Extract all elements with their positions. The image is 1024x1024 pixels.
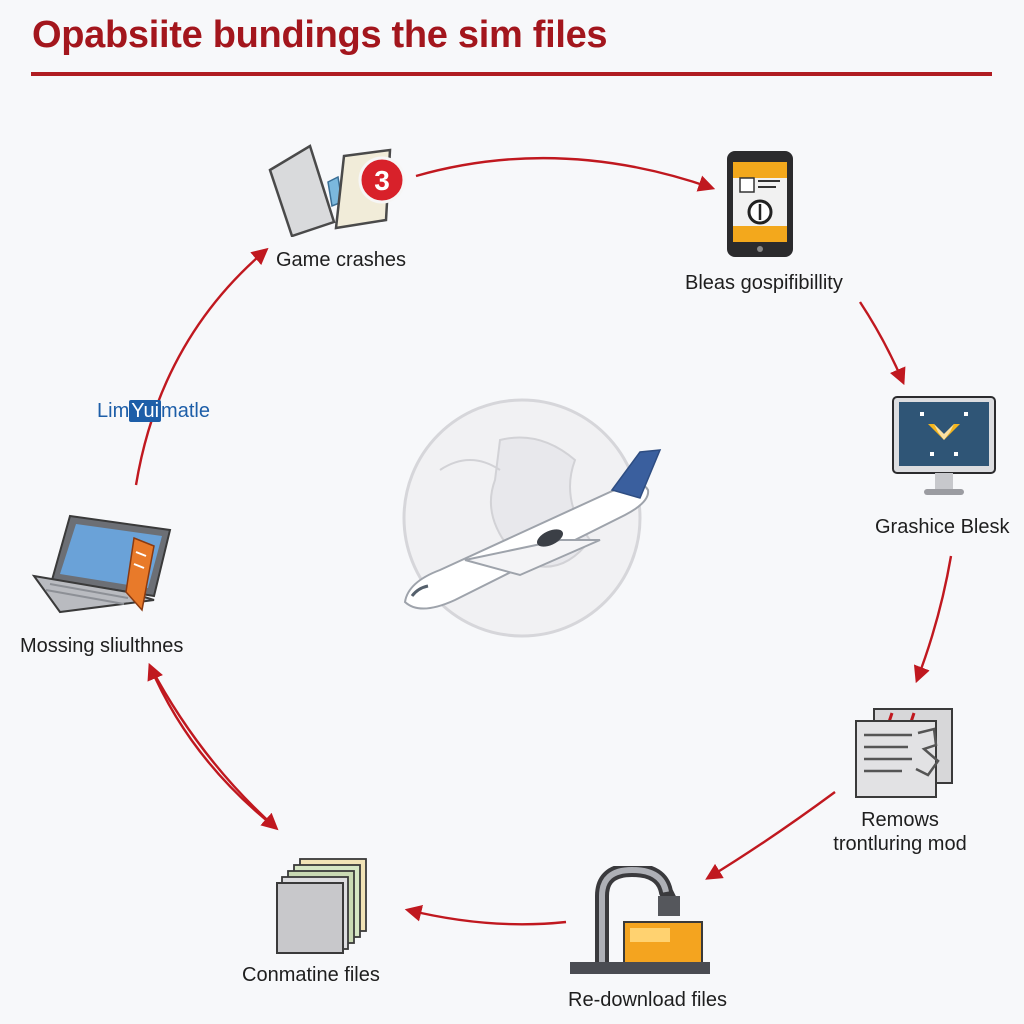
side-label-before: Lim: [97, 400, 130, 422]
monitor-graphics-icon: [892, 396, 996, 495]
node-label-combine-files: Conmatine files: [242, 964, 380, 986]
arrow-graphics-to-remove: [913, 555, 953, 684]
side-label-after: matle: [161, 400, 210, 422]
node-label-remove-mod: Remows trontluring mod: [833, 808, 966, 856]
phone-checklist-icon: [727, 151, 793, 257]
node-label-game-crashes: Game crashes: [276, 249, 407, 271]
download-machine-icon: [570, 866, 710, 974]
node-label-remove-mod-line2: trontluring mod: [833, 833, 967, 855]
arrow-remove-to-redownload: [705, 791, 836, 880]
arrow-compat-to-graphics: [858, 301, 906, 386]
diagram-title: Opabsiite bundings the sim files: [32, 14, 608, 56]
arrow-redownload-to-combine: [404, 905, 567, 926]
side-label-highlight: Yui: [129, 400, 162, 422]
arrow-combine-to-missing: [147, 662, 277, 829]
title-underline: [31, 72, 992, 76]
crashed-documents-icon: 3: [268, 144, 406, 237]
document-stack-icon: [855, 708, 953, 798]
crash-count-badge: 3: [374, 165, 390, 196]
node-label-compatibility: Bleas gospifibillity: [685, 272, 843, 294]
arrow-missing-to-crash: [134, 247, 269, 486]
arrow-crash-to-compat: [415, 156, 716, 192]
laptop-icon: [31, 514, 172, 614]
node-label-graphics: Grashice Blesk: [875, 516, 1010, 538]
node-label-remove-mod-line1: Remows: [861, 809, 939, 831]
node-label-missing: Mossing sliulthnes: [20, 635, 184, 657]
arrow-combine-start: [148, 665, 279, 831]
node-label-redownload: Re-download files: [568, 989, 727, 1011]
file-stack-icon: [276, 858, 367, 954]
airplane-globe-icon: [402, 398, 662, 638]
